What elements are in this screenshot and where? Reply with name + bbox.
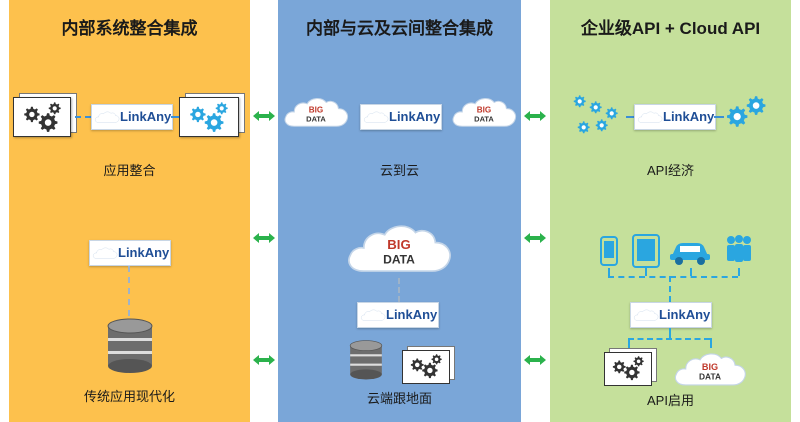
gears-window-icon xyxy=(13,93,77,137)
tablet-icon xyxy=(632,234,660,273)
svg-text:BIG: BIG xyxy=(477,106,492,115)
connector-line xyxy=(738,268,740,276)
svg-text:DATA: DATA xyxy=(699,372,721,382)
panel-internal-integration: 内部系统整合集成 LinkAny 应用整合 LinkAny 传统应用现代化 xyxy=(9,0,250,422)
linkany-badge: LinkAny xyxy=(360,104,442,130)
caption-cloud-to-cloud: 云到云 xyxy=(379,163,419,178)
double-arrow-icon xyxy=(524,111,546,121)
connector-line xyxy=(645,268,647,276)
connector-line xyxy=(398,278,400,302)
linkany-badge: LinkAny xyxy=(630,302,712,328)
connector-line xyxy=(628,338,710,340)
gears-window-icon xyxy=(179,93,245,137)
panel-cloud-integration: 内部与云及云间整合集成 BIG DATA LinkAny BIG DATA 云到… xyxy=(278,0,521,422)
svg-text:DATA: DATA xyxy=(306,115,326,124)
gears-icon xyxy=(724,94,772,139)
caption-app-integration: 应用整合 xyxy=(103,163,156,178)
svg-text:BIG: BIG xyxy=(309,106,324,115)
svg-text:DATA: DATA xyxy=(474,115,494,124)
svg-text:DATA: DATA xyxy=(383,252,415,266)
panel-title: 内部系统整合集成 xyxy=(61,19,198,38)
connector-line xyxy=(710,338,712,348)
connector-line xyxy=(628,338,630,348)
linkany-badge: LinkAny xyxy=(357,302,439,328)
double-arrow-icon xyxy=(253,233,275,243)
caption-legacy-modernization: 传统应用现代化 xyxy=(83,389,175,404)
double-arrow-icon xyxy=(524,233,546,243)
gears-icon xyxy=(572,92,622,145)
connector-line xyxy=(626,116,634,118)
connector-line xyxy=(714,116,724,118)
caption-api-economy: API经济 xyxy=(647,163,694,178)
double-arrow-icon xyxy=(253,111,275,121)
connector-line xyxy=(608,268,610,276)
connector-line xyxy=(171,116,179,118)
svg-text:BIG: BIG xyxy=(702,362,718,372)
linkany-badge: LinkAny xyxy=(89,240,171,266)
connector-line xyxy=(669,328,671,338)
caption-api-enablement: API启用 xyxy=(647,393,694,408)
cloud-big-data-icon: BIG DATA xyxy=(344,220,454,281)
double-arrow-icon xyxy=(253,355,275,365)
connector-line xyxy=(75,116,91,118)
database-icon xyxy=(348,338,384,387)
linkany-badge: LinkAny xyxy=(634,104,716,130)
gears-window-icon xyxy=(402,346,455,384)
connector-line xyxy=(690,268,692,276)
cloud-big-data-icon: BIG DATA xyxy=(450,92,518,137)
linkany-badge: LinkAny xyxy=(91,104,173,130)
gears-window-icon xyxy=(604,348,657,386)
double-arrow-icon xyxy=(524,355,546,365)
phone-icon xyxy=(600,236,618,271)
cloud-big-data-icon: BIG DATA xyxy=(672,348,748,395)
people-icon xyxy=(724,234,754,271)
panel-api: 企业级API + Cloud API LinkAny API经济 LinkAny xyxy=(550,0,791,422)
svg-text:BIG: BIG xyxy=(387,237,410,252)
panel-title: 企业级API + Cloud API xyxy=(580,19,761,38)
cloud-big-data-icon: BIG DATA xyxy=(282,92,350,137)
connector-line xyxy=(608,276,738,278)
caption-cloud-to-ground: 云端跟地面 xyxy=(366,391,432,406)
connector-line xyxy=(669,276,671,302)
connector-line xyxy=(128,266,130,316)
car-icon xyxy=(668,238,712,271)
database-icon xyxy=(105,318,155,379)
panel-title: 内部与云及云间整合集成 xyxy=(306,19,493,38)
